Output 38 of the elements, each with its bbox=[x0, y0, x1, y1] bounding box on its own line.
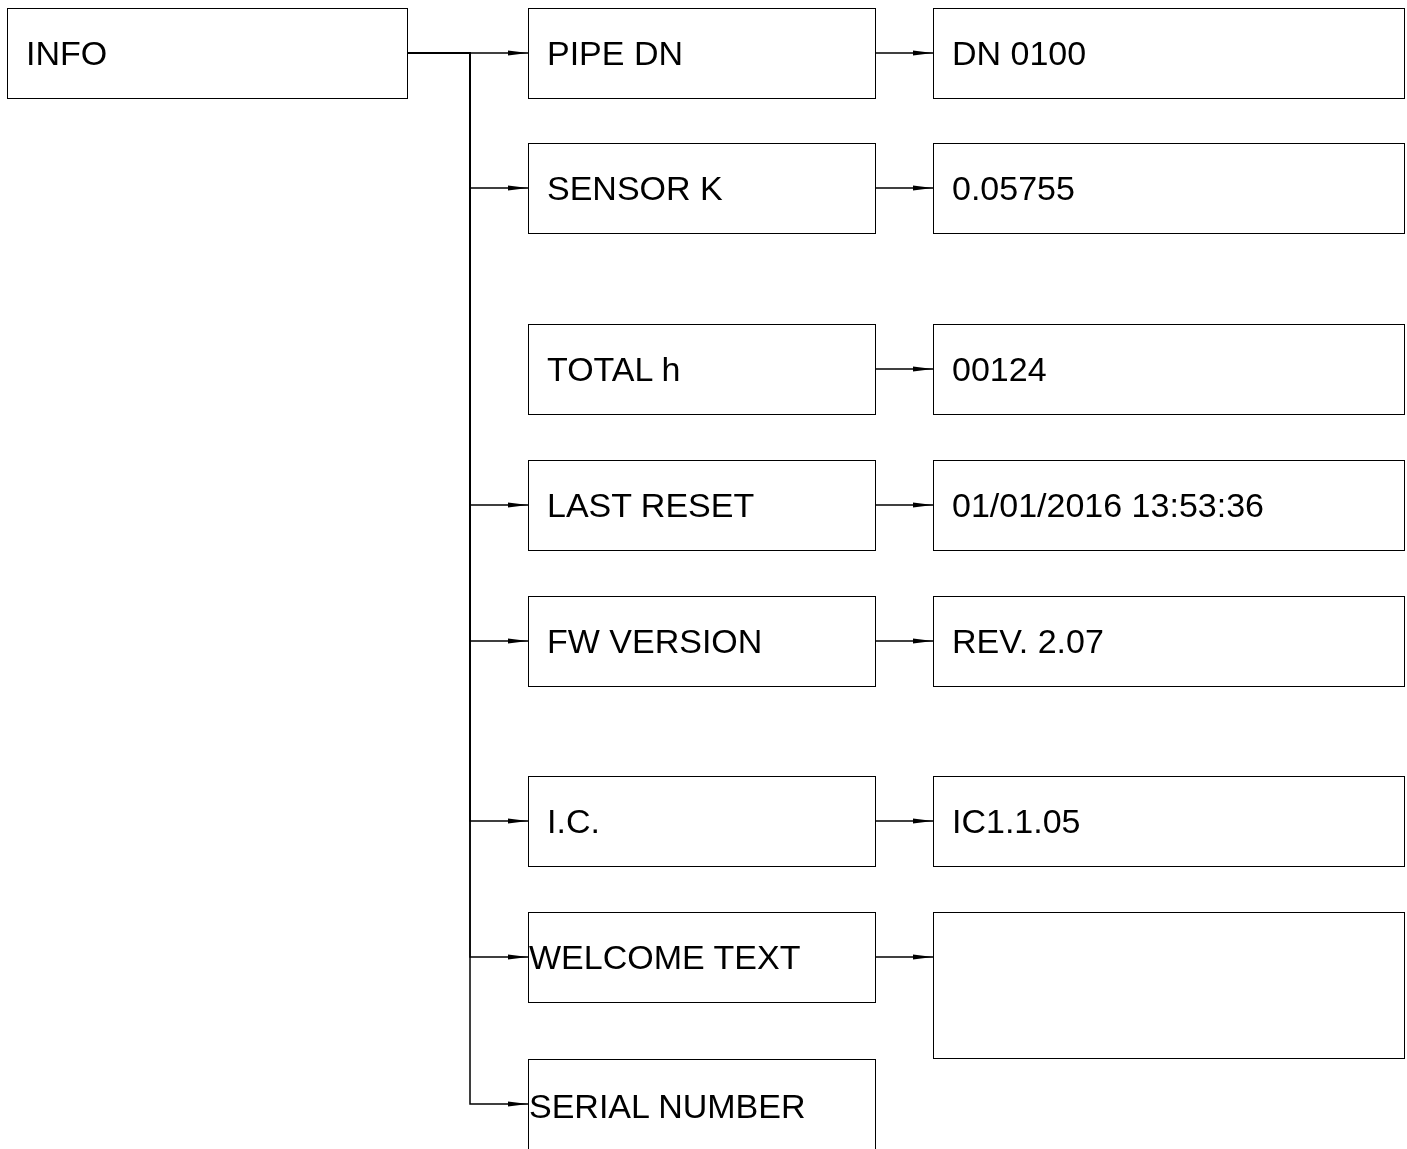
arrow bbox=[875, 50, 934, 56]
menu-label: 0.05755 bbox=[952, 169, 1075, 208]
menu-label: FW VERSION bbox=[547, 622, 763, 661]
menu-label: IC1.1.05 bbox=[952, 802, 1081, 841]
menu-box bbox=[933, 143, 1405, 234]
menu-label: DN 0100 bbox=[952, 34, 1087, 73]
menu-label: TOTAL h bbox=[547, 350, 681, 389]
arrow bbox=[875, 502, 934, 508]
arrow bbox=[875, 638, 934, 644]
menu-label: 01/01/2016 13:53:36 bbox=[952, 486, 1264, 525]
menu-box bbox=[933, 8, 1405, 99]
menu-box bbox=[933, 596, 1405, 687]
menu-label: 00124 bbox=[952, 350, 1047, 389]
menu-box bbox=[7, 8, 408, 99]
menu-box bbox=[528, 776, 876, 867]
menu-label: PIPE DN bbox=[547, 34, 684, 73]
menu-box bbox=[528, 324, 876, 415]
menu-box bbox=[528, 1059, 876, 1149]
menu-label: LAST RESET bbox=[547, 486, 755, 525]
menu-box bbox=[528, 912, 876, 1003]
arrow bbox=[875, 185, 934, 191]
menu-box bbox=[933, 324, 1405, 415]
menu-box bbox=[528, 460, 876, 551]
arrow bbox=[875, 818, 934, 824]
menu-label: I.C. bbox=[547, 802, 600, 841]
arrow bbox=[875, 954, 934, 960]
menu-label: SERIAL NUMBER bbox=[529, 1087, 806, 1126]
arrow bbox=[875, 366, 934, 372]
menu-label: SENSOR K bbox=[547, 169, 723, 208]
menu-label: REV. 2.07 bbox=[952, 622, 1104, 661]
menu-box bbox=[933, 776, 1405, 867]
menu-box bbox=[528, 596, 876, 687]
menu-box bbox=[528, 143, 876, 234]
value-box bbox=[933, 912, 1405, 1059]
menu-box bbox=[933, 460, 1405, 551]
menu-label: INFO bbox=[26, 34, 108, 73]
menu-box bbox=[528, 8, 876, 99]
menu-label: WELCOME TEXT bbox=[529, 938, 801, 977]
